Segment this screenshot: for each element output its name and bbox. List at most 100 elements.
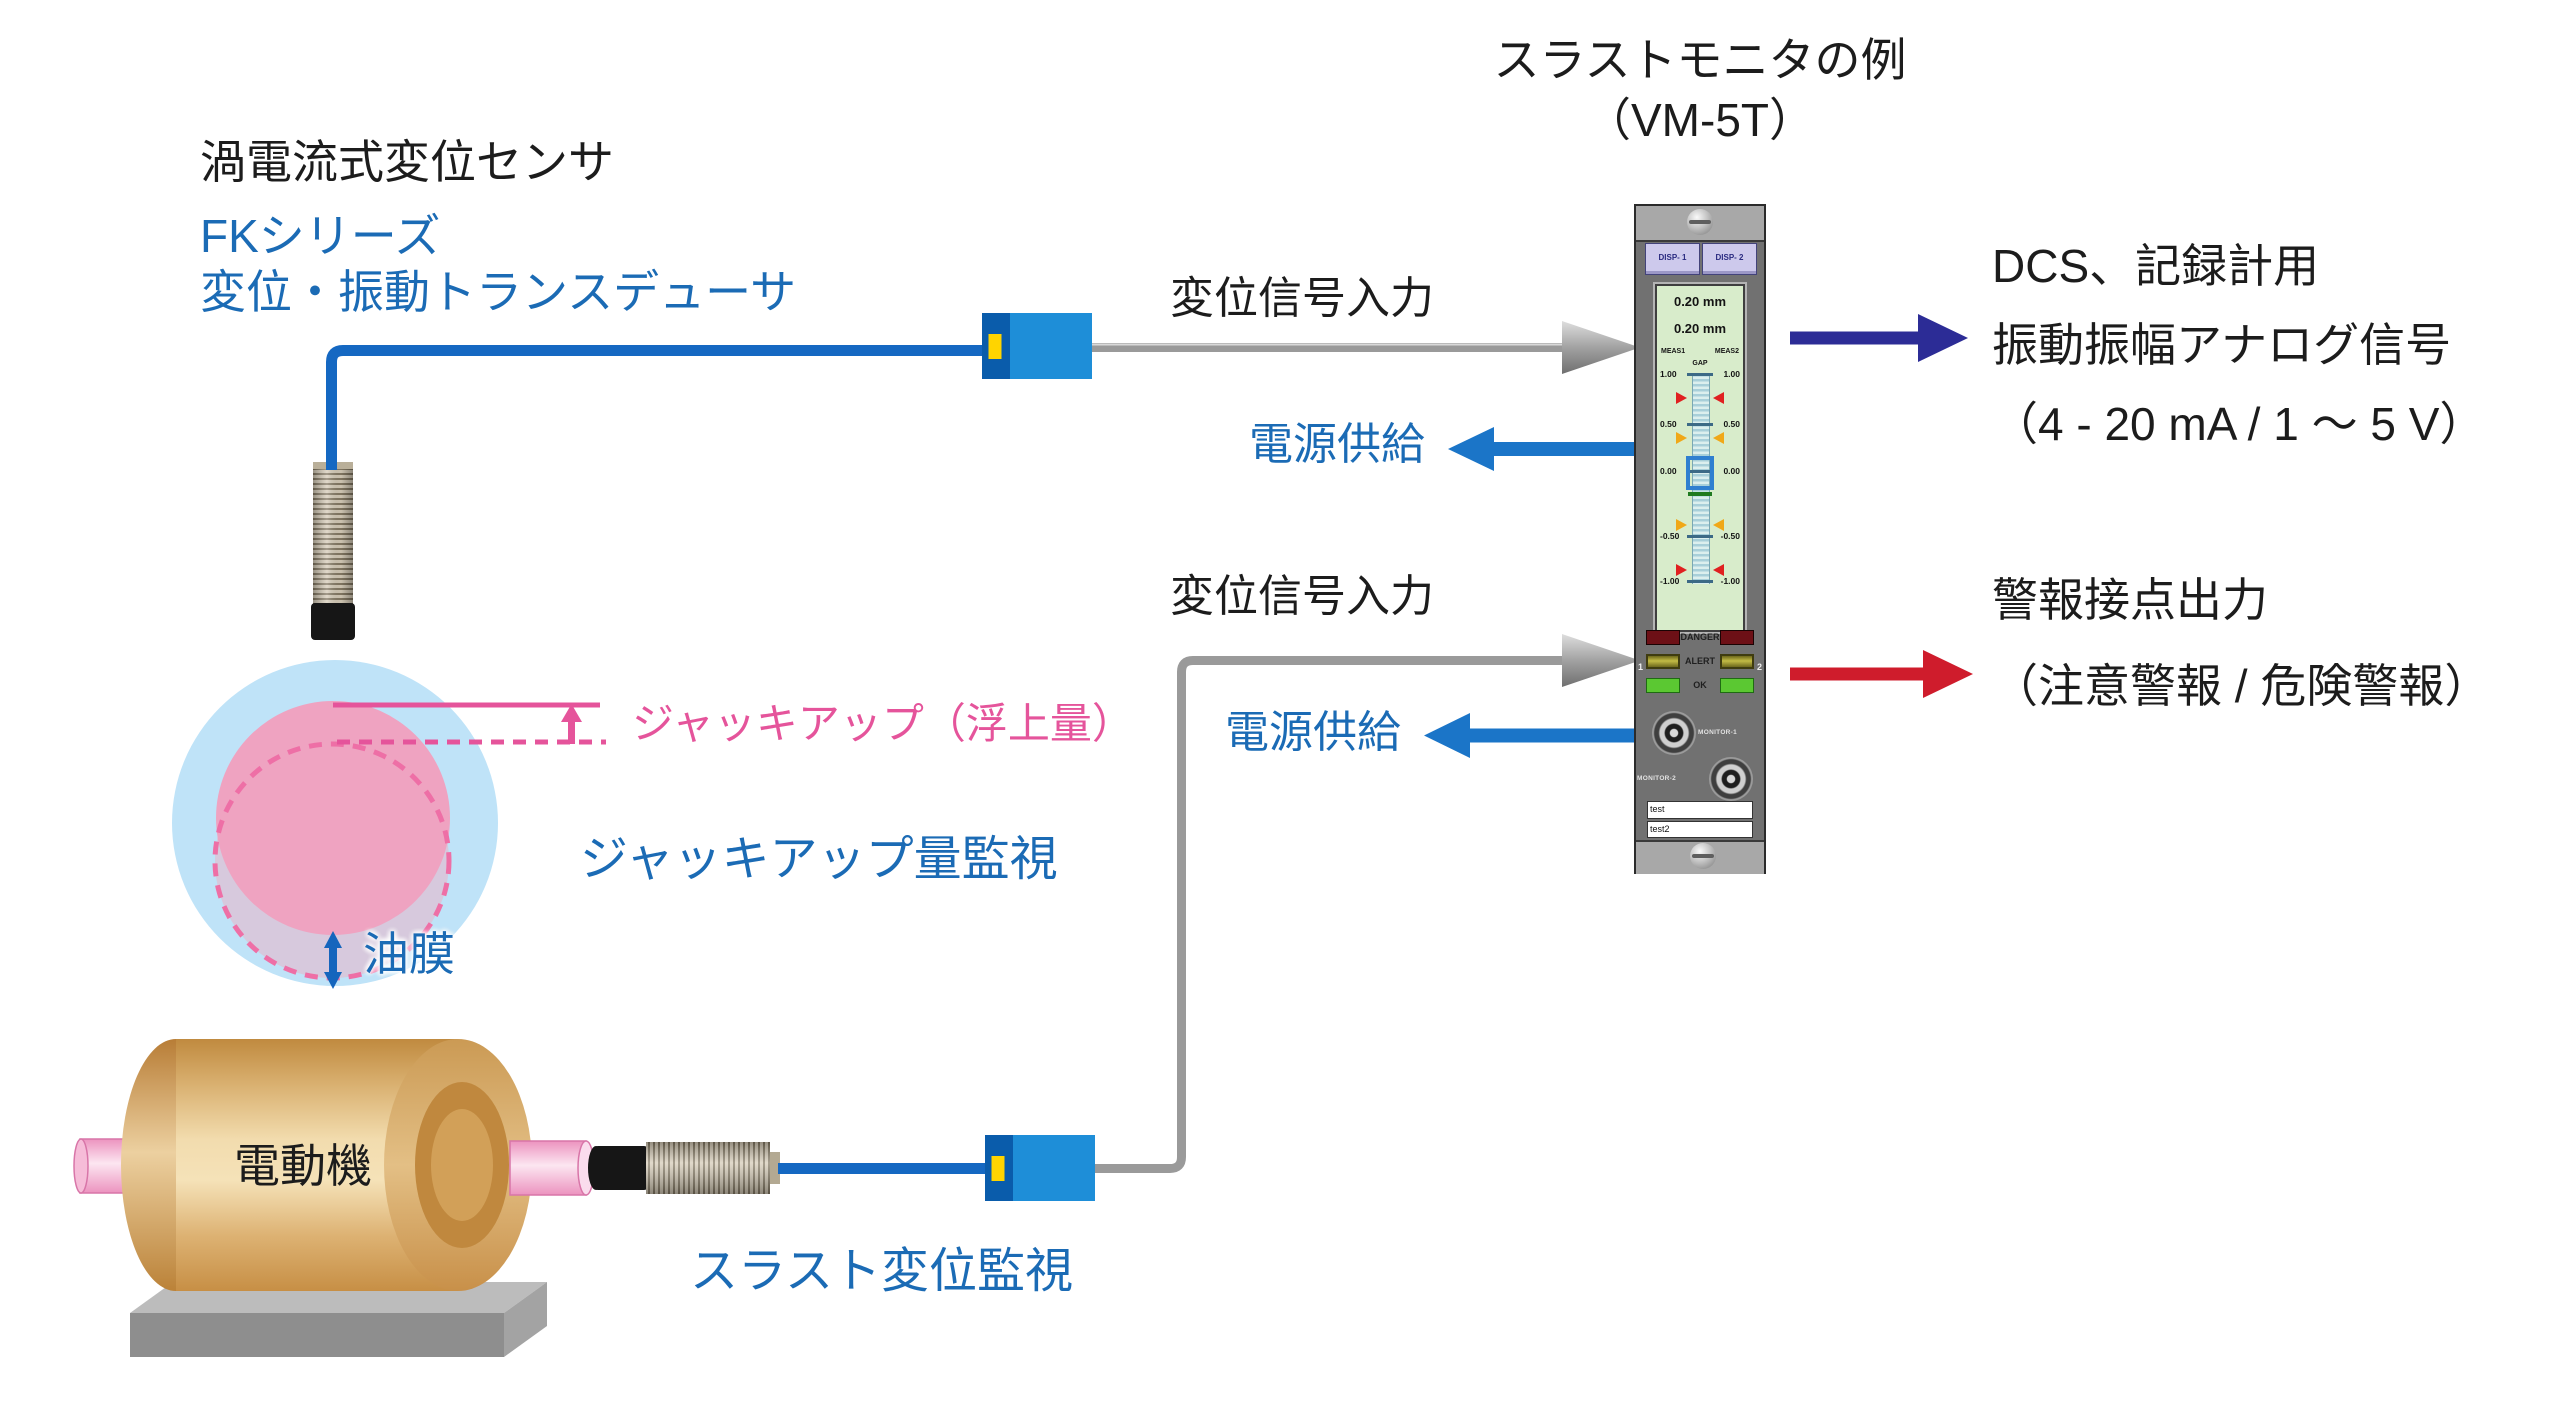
signal1-arrow-head [1562, 321, 1640, 374]
alarm-output-line2: （注意警報 / 危険警報） [1992, 660, 2491, 712]
monitor-title-line1: スラストモニタの例 [1493, 34, 1907, 86]
signal2-arrow-head [1562, 634, 1640, 687]
danger-setpoint-right-bottom [1713, 564, 1724, 576]
danger-label: DANGER [1680, 632, 1720, 642]
alert-setpoint-left-top [1676, 432, 1687, 444]
danger-led-1 [1646, 630, 1680, 645]
monitor2-label: MONITOR-2 [1637, 775, 1677, 782]
scale-left-5: -1.00 [1660, 576, 1680, 586]
jackup-circle-diagram [172, 660, 606, 989]
thrust-monitor-device: DISP- 1 DISP- 2 0.20 mm 0.20 mm MEAS1 ME… [1636, 206, 1764, 874]
tick-050 [1687, 423, 1713, 426]
alert-led-2 [1720, 654, 1754, 669]
analog-output-line3: （4 - 20 mA / 1 ～ 5 V） [1992, 398, 2486, 450]
tick-m100 [1687, 580, 1713, 583]
oil-film-label: 油膜 [363, 928, 455, 980]
probe2-black-tip [594, 1146, 648, 1190]
reading-2: 0.20 mm [1673, 321, 1727, 336]
connector1-body [1010, 313, 1092, 379]
ok-label: OK [1693, 680, 1707, 690]
tag-field-2: test2 [1647, 821, 1753, 838]
sensor-title: 渦電流式変位センサ [200, 136, 614, 188]
analog-output-line2: 振動振幅アナログ信号 [1992, 319, 2452, 371]
power-supply-label-top: 電源供給 [1249, 420, 1425, 469]
oil-film-arrow-shaft [329, 946, 337, 974]
channel2-wiring [778, 634, 1640, 1201]
bottom-screw [1690, 843, 1716, 869]
jackup-monitor-label: ジャッキアップ量監視 [580, 833, 1058, 886]
reading-1: 0.20 mm [1673, 294, 1727, 309]
jackup-arrow-shaft [568, 720, 575, 744]
probe-vertical [311, 462, 355, 640]
current-value-marker [1686, 456, 1714, 490]
tick-100 [1687, 373, 1713, 376]
analog-output-arrow-head [1918, 314, 1968, 362]
probe2-rear [770, 1152, 780, 1184]
ok-led-2 [1720, 678, 1754, 693]
ok-led-1 [1646, 678, 1680, 693]
motor-end-center [431, 1109, 493, 1221]
disp1-button: DISP- 1 [1645, 243, 1700, 275]
screen: 0.20 mm 0.20 mm MEAS1 MEAS2 GAP 1.00 0.5… [1657, 286, 1743, 630]
alert-label: ALERT [1685, 656, 1715, 666]
signal-input-label-top: 変位信号入力 [1170, 274, 1434, 323]
jackup-measure-label: ジャッキアップ（浮上量） [632, 700, 1134, 747]
output-arrows [1790, 314, 1973, 698]
zero-reference-line [1688, 492, 1712, 496]
probe-horizontal [588, 1142, 780, 1194]
motor-illustration [73, 1039, 595, 1357]
tick-m050 [1687, 535, 1713, 538]
tag-field-1: test [1647, 801, 1753, 819]
monitor-title-line2: （VM-5T） [1585, 94, 1815, 146]
top-screw [1687, 209, 1713, 235]
alarm-output-line1: 警報接点出力 [1992, 574, 2268, 626]
scale-right-4: -0.50 [1720, 531, 1740, 541]
motor-shaft-left-cap [73, 1138, 89, 1194]
base-side [504, 1282, 547, 1357]
signal2-cable [1095, 656, 1562, 1173]
scale-right-2: 0.50 [1723, 419, 1740, 429]
power1-arrow-head [1448, 427, 1494, 471]
channel1-wiring [326, 313, 1640, 471]
alert-setpoint-left-bottom [1676, 519, 1687, 531]
monitor1-bnc-connector [1652, 711, 1696, 755]
power2-arrow-head [1424, 713, 1470, 758]
scale-left-3: 0.00 [1660, 466, 1677, 476]
tick-000 [1687, 470, 1713, 473]
channel2-number: 2 [1756, 662, 1762, 672]
alert-setpoint-right-bottom [1713, 519, 1724, 531]
power-supply-label-bottom: 電源供給 [1225, 708, 1401, 757]
base-front [130, 1313, 504, 1357]
motor-label: 電動機 [234, 1140, 372, 1192]
scale-left-1: 1.00 [1660, 369, 1677, 379]
shaft-lifted-circle [216, 701, 450, 935]
oil-film-arrow-down [324, 972, 342, 989]
oil-film-arrow-up [324, 931, 342, 948]
alarm-output-arrow-head [1923, 650, 1973, 698]
monitor2-bnc-connector [1709, 757, 1753, 801]
alert-led-1 [1646, 654, 1680, 669]
meas1-label: MEAS1 [1661, 348, 1686, 355]
danger-setpoint-left-top [1676, 392, 1687, 404]
motor-shaft-right [509, 1140, 587, 1196]
meas2-label: MEAS2 [1714, 348, 1739, 355]
analog-output-line1: DCS、記録計用 [1992, 240, 2320, 292]
scale-right-1: 1.00 [1723, 369, 1740, 379]
connector2-contact [991, 1156, 1005, 1181]
alert-setpoint-right-top [1713, 432, 1724, 444]
bargraph [1692, 374, 1710, 584]
thrust-monitor-label: スラスト変位監視 [690, 1245, 1074, 1298]
danger-led-2 [1720, 630, 1754, 645]
monitor1-label: MONITOR-1 [1698, 729, 1738, 736]
danger-setpoint-left-bottom [1676, 564, 1687, 576]
probe-shading [313, 469, 353, 604]
disp2-button: DISP- 2 [1702, 243, 1757, 275]
probe-black-tip [311, 603, 355, 640]
sensor-product: 変位・振動トランスデューサ [200, 266, 797, 318]
scale-right-5: -1.00 [1720, 576, 1740, 586]
jackup-arrow-head [561, 704, 582, 722]
scale-right-3: 0.00 [1723, 466, 1740, 476]
danger-setpoint-right-top [1713, 392, 1724, 404]
